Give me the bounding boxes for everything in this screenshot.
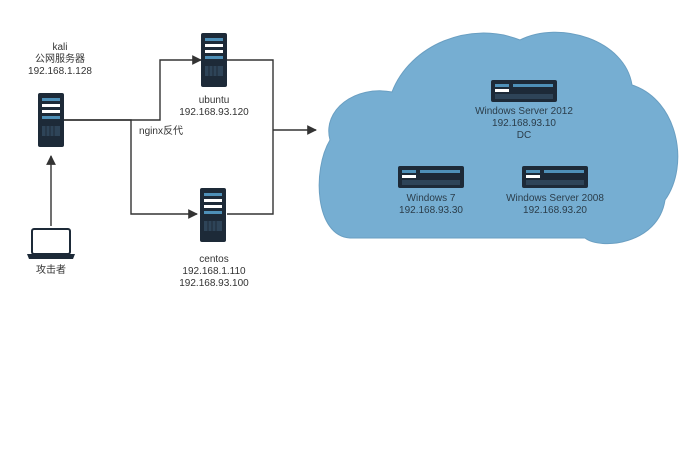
node-role: 公网服务器 <box>35 54 85 65</box>
centos-label: centos 192.168.1.110 192.168.93.100 <box>164 254 264 290</box>
node-ip: 192.168.93.100 <box>179 278 249 289</box>
node-name: Windows Server 2012 <box>475 106 573 117</box>
node-ip: 192.168.93.10 <box>492 118 556 129</box>
win2012-label: Windows Server 2012 192.168.93.10 DC <box>464 106 584 142</box>
tower-server-icon <box>38 93 64 147</box>
rack-server-icon <box>398 166 464 188</box>
rack-server-icon <box>522 166 588 188</box>
node-ip: 192.168.93.30 <box>399 205 463 216</box>
laptop-icon <box>27 228 75 259</box>
tower-server-icon <box>201 33 227 87</box>
node-name: 攻击者 <box>36 265 66 276</box>
node-name: centos <box>199 254 229 265</box>
node-ip: 192.168.93.120 <box>179 107 249 118</box>
rack-server-icon <box>491 80 557 102</box>
nginx-edge-label: nginx反代 <box>136 126 186 138</box>
win2008-label: Windows Server 2008 192.168.93.20 <box>495 193 615 217</box>
node-ip: 192.168.1.128 <box>28 66 92 77</box>
node-role: DC <box>516 130 532 141</box>
node-name: Windows Server 2008 <box>506 193 604 204</box>
ubuntu-label: ubuntu 192.168.93.120 <box>164 95 264 119</box>
node-ip: 192.168.93.20 <box>523 205 587 216</box>
kali-label: kali 公网服务器 192.168.1.128 <box>10 42 110 78</box>
attacker-label: 攻击者 <box>11 265 91 277</box>
edge-kali-centos <box>64 119 198 219</box>
node-ip: 192.168.1.110 <box>182 266 246 277</box>
node-name: kali <box>52 42 68 53</box>
node-name: ubuntu <box>198 95 230 106</box>
node-name: Windows 7 <box>406 193 456 204</box>
win7-label: Windows 7 192.168.93.30 <box>381 193 481 217</box>
internal-network-cloud <box>318 31 679 244</box>
edge-ubuntu-cloud <box>226 59 274 215</box>
tower-server-icon <box>200 188 226 242</box>
